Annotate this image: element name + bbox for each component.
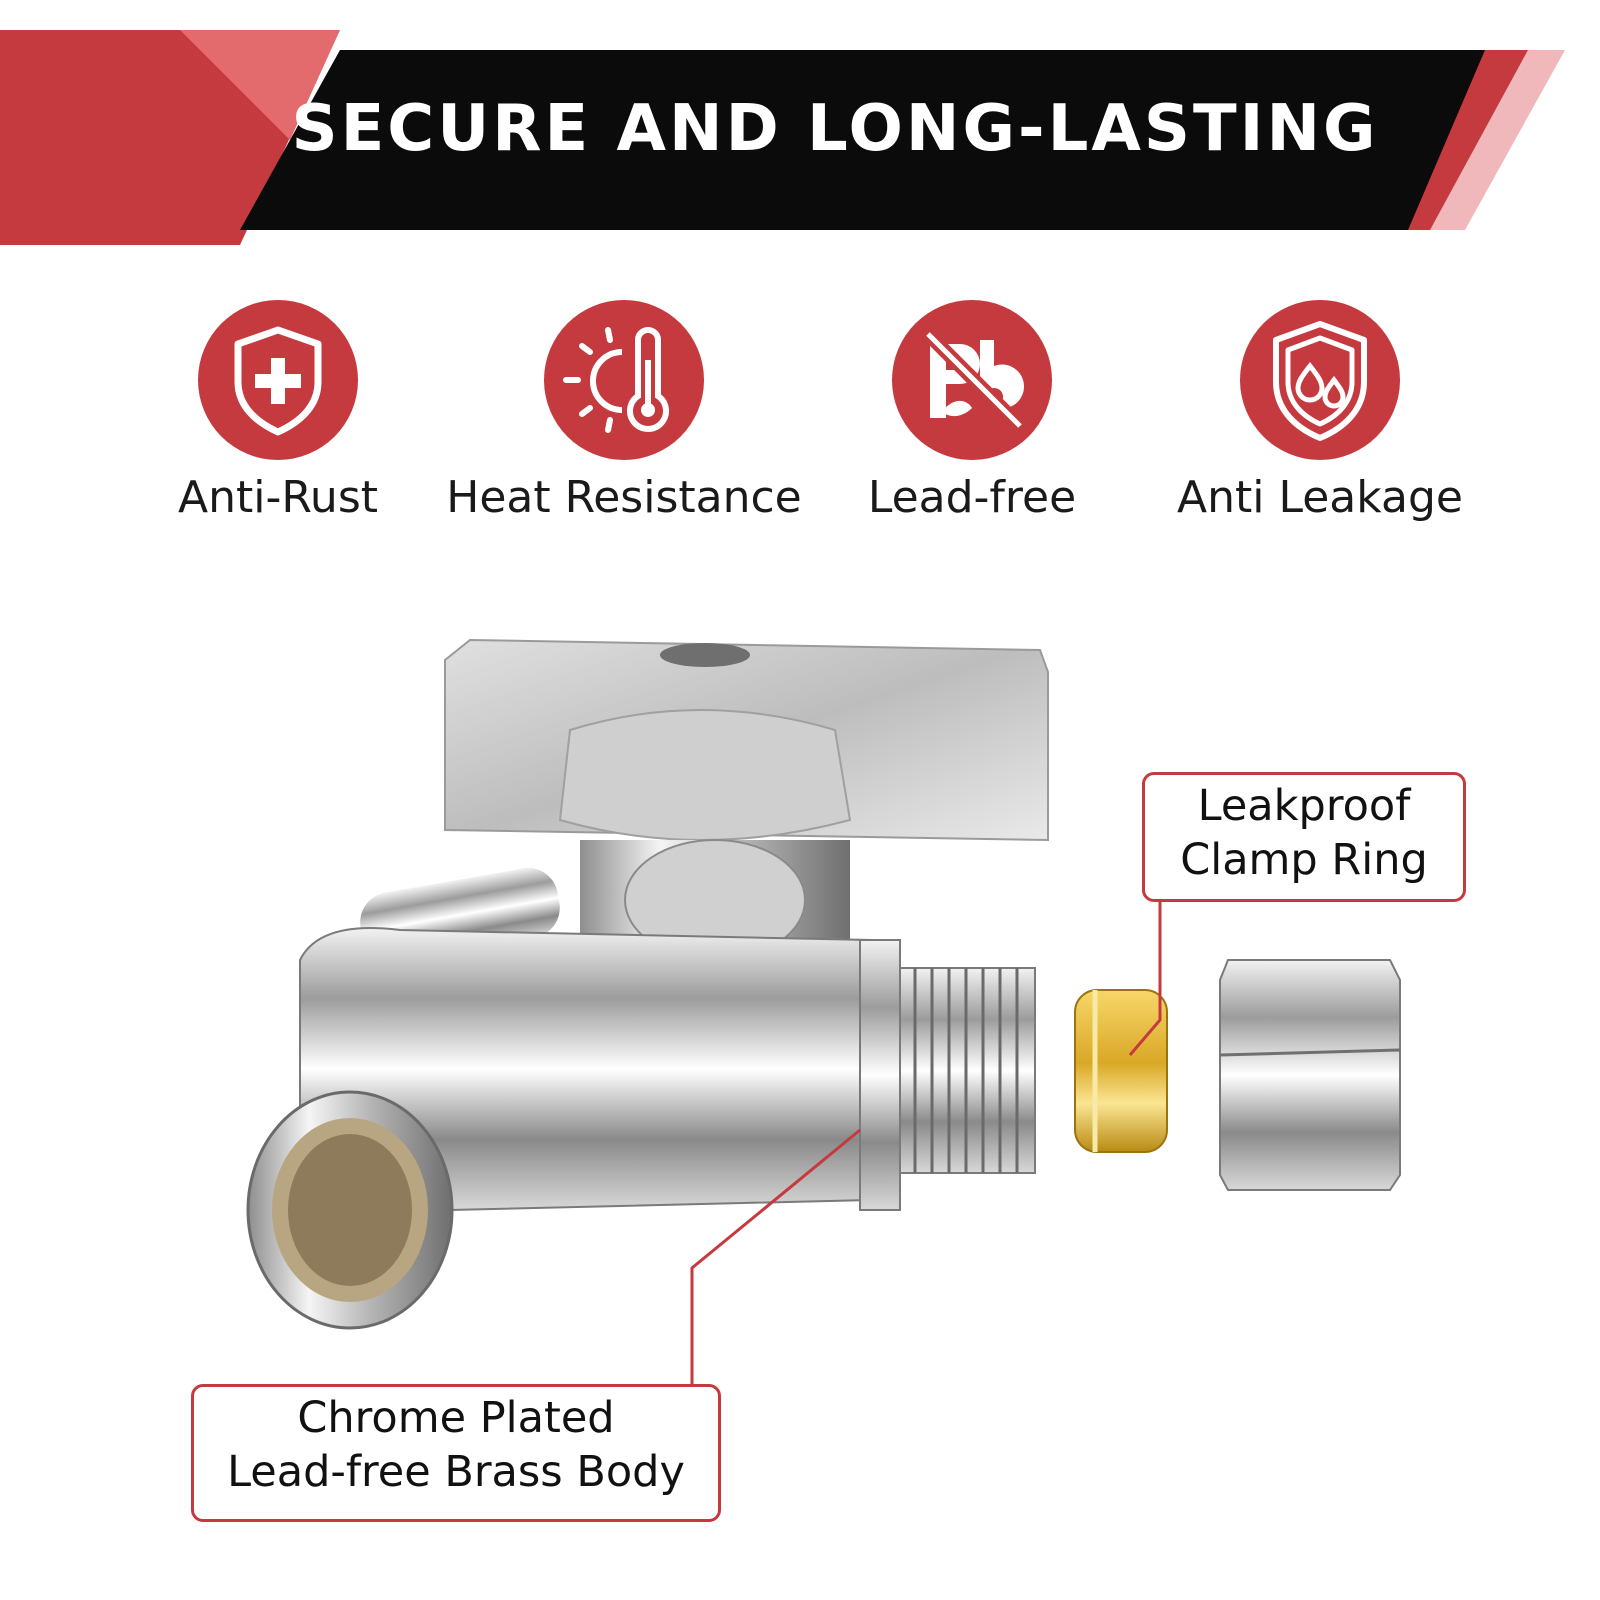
feature-label: Heat Resistance xyxy=(446,472,802,523)
callout-line: Chrome Plated xyxy=(297,1393,615,1443)
feature-label: Anti-Rust xyxy=(178,472,378,523)
feature-anti-leakage: Anti Leakage xyxy=(1120,300,1520,523)
feature-heat-resistance: Heat Resistance xyxy=(424,300,824,523)
sun-thermometer-icon xyxy=(544,300,704,460)
callout-line: Leakproof xyxy=(1197,781,1411,831)
shield-water-drop-icon xyxy=(1240,300,1400,460)
banner-shapes xyxy=(0,30,1565,245)
callout-line: Lead-free Brass Body xyxy=(227,1447,685,1497)
callout-brass-body: Chrome Plated Lead-free Brass Body xyxy=(191,1384,721,1522)
no-lead-pb-icon xyxy=(892,300,1052,460)
valve-threaded-outlet xyxy=(899,967,1036,1174)
feature-anti-rust: Anti-Rust xyxy=(78,300,478,523)
valve-body xyxy=(299,927,901,1212)
feature-lead-free: Lead-free xyxy=(772,300,1172,523)
valve-handle xyxy=(444,638,1049,842)
feature-label: Anti Leakage xyxy=(1177,472,1463,523)
shield-plus-icon xyxy=(198,300,358,460)
brass-clamp-ring xyxy=(1074,989,1168,1153)
header-banner: SECURE AND LONG-LASTING xyxy=(0,0,1600,260)
callout-clamp-ring: Leakproof Clamp Ring xyxy=(1142,772,1466,902)
feature-label: Lead-free xyxy=(867,472,1077,523)
page-title: SECURE AND LONG-LASTING xyxy=(291,92,1379,166)
compression-nut xyxy=(1219,959,1401,1191)
callout-line: Clamp Ring xyxy=(1180,835,1428,885)
valve-inlet-port xyxy=(246,1090,454,1330)
